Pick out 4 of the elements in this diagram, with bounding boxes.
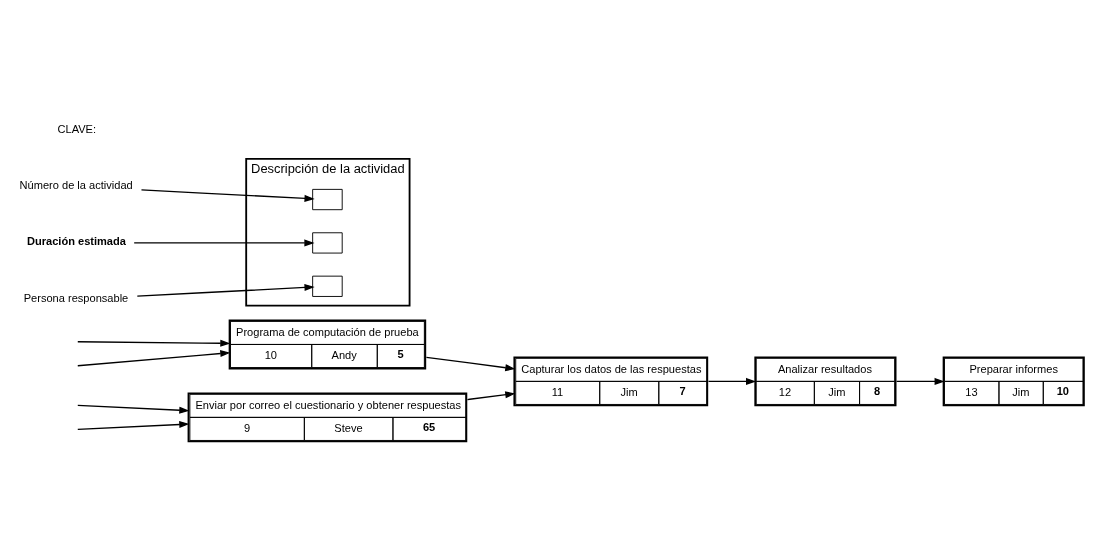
node-text: Número de la actividad <box>19 179 133 192</box>
label: CLAVE: <box>57 123 97 136</box>
node-text: Duración estimada <box>26 234 126 247</box>
node-text: Persona responsable <box>23 292 129 305</box>
